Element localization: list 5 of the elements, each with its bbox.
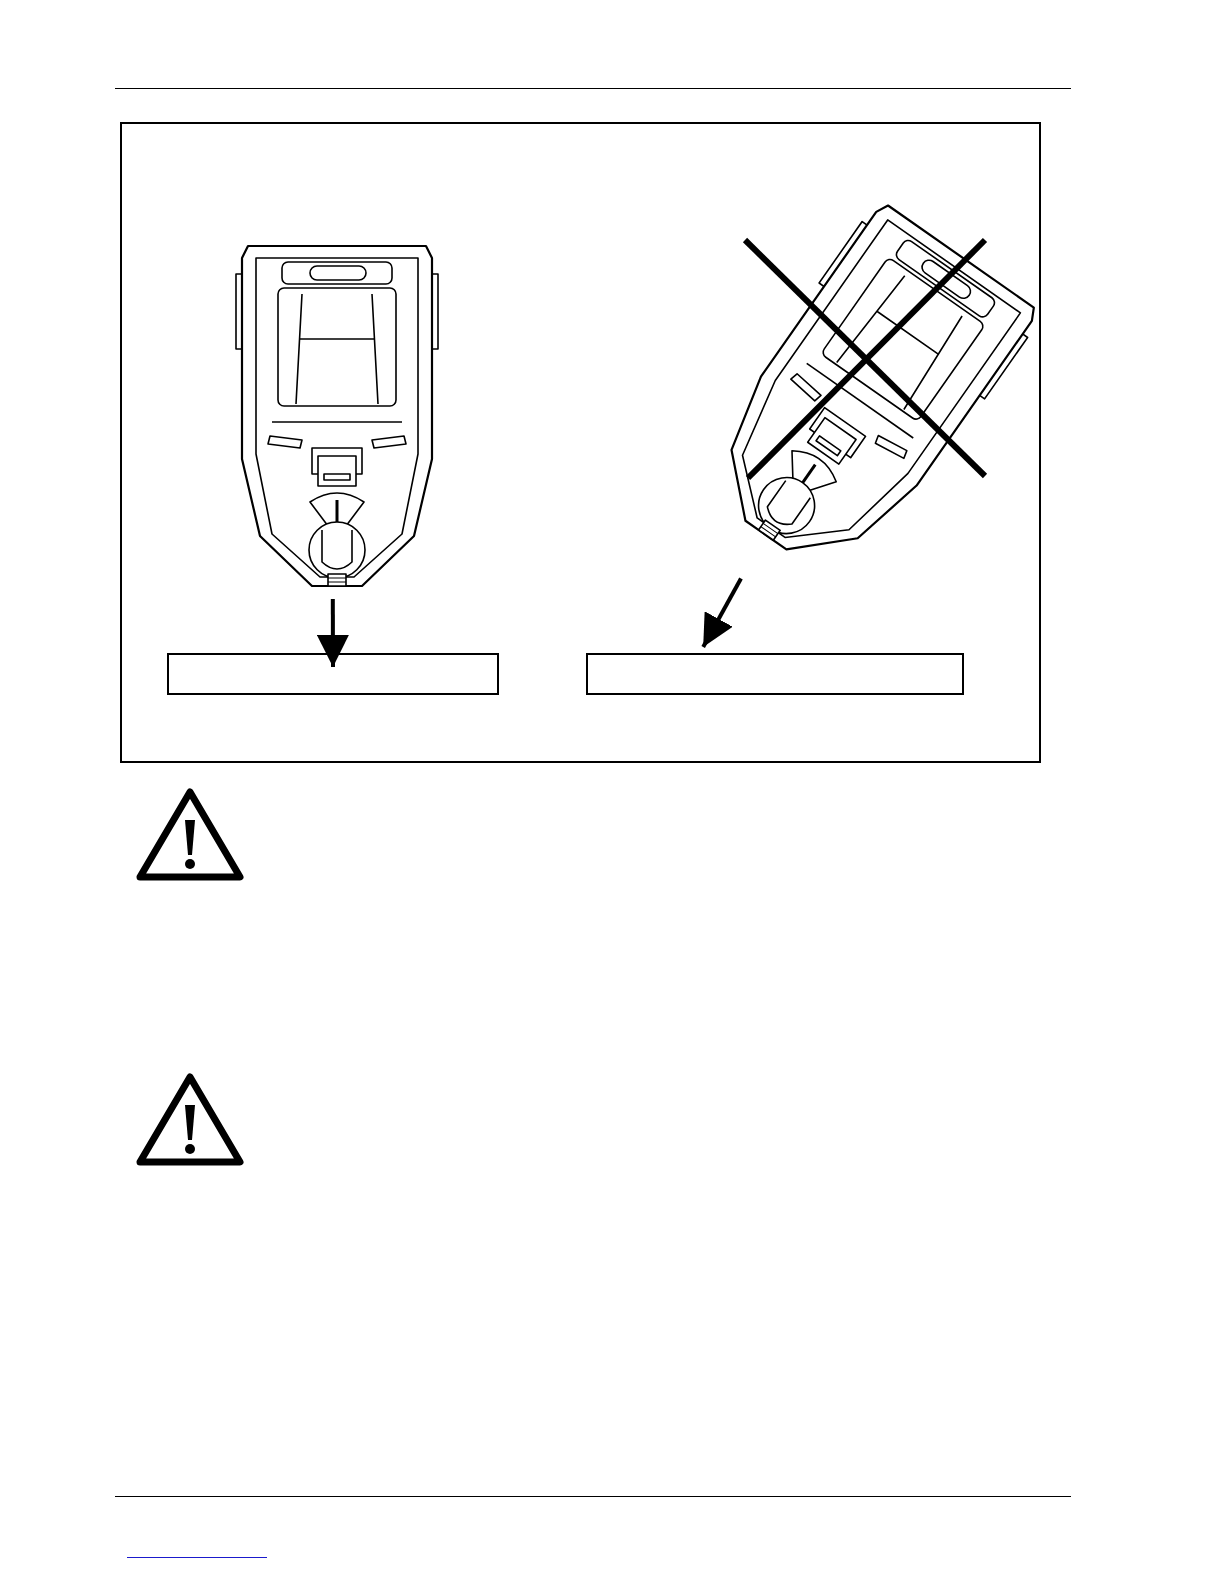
card-slot-box <box>586 653 964 695</box>
arrow <box>701 577 743 648</box>
card-slot-box <box>167 653 499 695</box>
figure-frame <box>120 122 1041 763</box>
arrow <box>316 599 349 667</box>
